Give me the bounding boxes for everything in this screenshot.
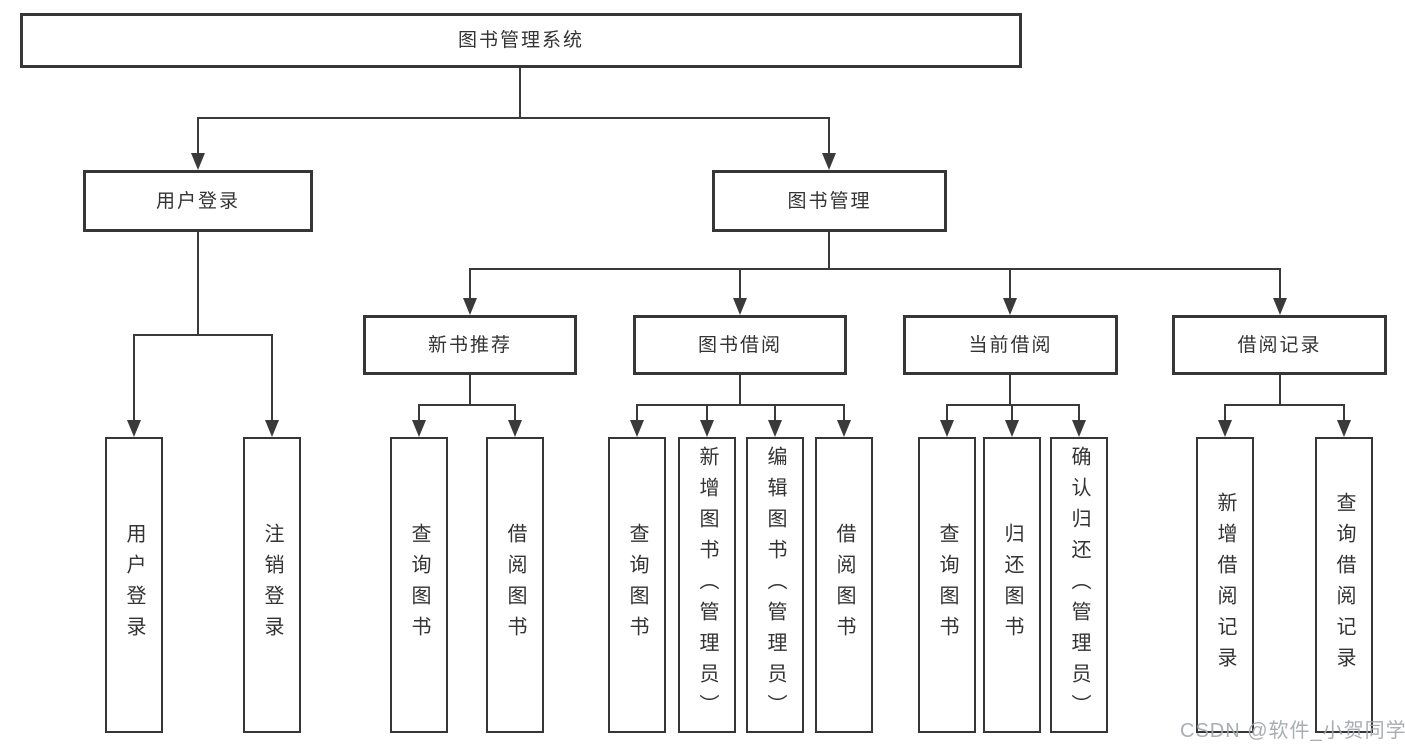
connector-line (828, 232, 830, 269)
arrow-down-icon (733, 298, 747, 315)
connector-line (1009, 375, 1011, 405)
connector-line (133, 334, 135, 422)
leaf-query-books-recommend: 查询图书 (390, 437, 448, 733)
arrow-down-icon (191, 153, 205, 170)
arrow-down-icon (412, 420, 426, 437)
leaf-confirm-return-admin: 确认归还（管理员） (1050, 437, 1108, 733)
node-label: 图书借阅 (697, 334, 782, 356)
connector-line (843, 404, 845, 422)
connector-line (739, 268, 741, 300)
arrow-down-icon (1003, 298, 1017, 315)
arrow-down-icon (1218, 420, 1232, 437)
connector-line (636, 404, 844, 406)
arrow-down-icon (700, 420, 714, 437)
connector-line (739, 375, 741, 405)
connector-line (1279, 375, 1281, 405)
leaf-label: 查询图书 (626, 523, 648, 647)
connector-line (197, 117, 199, 157)
arrow-down-icon (1337, 420, 1351, 437)
leaf-user-login: 用户登录 (105, 437, 163, 733)
connector-line (1224, 404, 1226, 422)
connector-line (469, 268, 1281, 270)
leaf-return-books: 归还图书 (983, 437, 1041, 733)
connector-line (133, 334, 272, 336)
leaf-label: 确认归还（管理员） (1068, 445, 1090, 725)
arrow-down-icon (127, 420, 141, 437)
arrow-down-icon (1005, 420, 1019, 437)
connector-line (197, 117, 830, 119)
connector-line (946, 404, 948, 422)
leaf-add-books-admin: 新增图书（管理员） (678, 437, 736, 733)
leaf-label: 编辑图书（管理员） (764, 445, 786, 725)
connector-line (774, 404, 776, 422)
csdn-watermark: CSDN @软件_小贺同学 (1180, 720, 1405, 742)
leaf-label: 借阅图书 (833, 523, 855, 647)
connector-line (519, 68, 521, 118)
connector-line (418, 404, 516, 406)
node-current-borrowing: 当前借阅 (903, 315, 1118, 375)
leaf-label: 新增借阅记录 (1214, 492, 1236, 678)
node-label: 图书管理 (787, 190, 872, 212)
node-label: 新书推荐 (427, 334, 512, 356)
arrow-down-icon (463, 298, 477, 315)
leaf-edit-books-admin: 编辑图书（管理员） (746, 437, 804, 733)
node-new-book-recommendation: 新书推荐 (363, 315, 577, 375)
leaf-add-borrow-record: 新增借阅记录 (1196, 437, 1254, 733)
arrow-down-icon (837, 420, 851, 437)
connector-line (197, 232, 199, 335)
leaf-borrow-books-recommend: 借阅图书 (486, 437, 544, 733)
node-library-management-system: 图书管理系统 (20, 13, 1022, 68)
connector-line (1224, 404, 1344, 406)
leaf-borrow-books: 借阅图书 (815, 437, 873, 733)
connector-line (946, 404, 1080, 406)
node-label: 用户登录 (155, 190, 240, 212)
leaf-label: 归还图书 (1001, 523, 1023, 647)
leaf-query-books-borrowing: 查询图书 (608, 437, 666, 733)
leaf-label: 查询图书 (936, 523, 958, 647)
node-borrowing-records: 借阅记录 (1172, 315, 1387, 375)
leaf-label: 用户登录 (123, 523, 145, 647)
leaf-label: 查询借阅记录 (1333, 492, 1355, 678)
leaf-label: 借阅图书 (504, 523, 526, 647)
connector-line (1343, 404, 1345, 422)
connector-line (706, 404, 708, 422)
connector-line (1279, 268, 1281, 300)
node-label: 借阅记录 (1237, 334, 1322, 356)
connector-line (636, 404, 638, 422)
connector-line (1011, 404, 1013, 422)
node-label: 图书管理系统 (457, 30, 584, 51)
arrow-down-icon (265, 420, 279, 437)
arrow-down-icon (1273, 298, 1287, 315)
leaf-logout: 注销登录 (243, 437, 301, 733)
node-user-login: 用户登录 (83, 170, 313, 232)
connector-line (469, 268, 471, 300)
leaf-label: 查询图书 (408, 523, 430, 647)
connector-line (828, 117, 830, 157)
node-book-borrowing: 图书借阅 (633, 315, 847, 375)
arrow-down-icon (768, 420, 782, 437)
arrow-down-icon (940, 420, 954, 437)
arrow-down-icon (1072, 420, 1086, 437)
connector-line (469, 375, 471, 405)
connector-line (418, 404, 420, 422)
connector-line (1078, 404, 1080, 422)
node-book-management: 图书管理 (712, 170, 947, 232)
leaf-label: 新增图书（管理员） (696, 445, 718, 725)
arrow-down-icon (630, 420, 644, 437)
arrow-down-icon (508, 420, 522, 437)
node-label: 当前借阅 (968, 334, 1053, 356)
leaf-label: 注销登录 (261, 523, 283, 647)
connector-line (1009, 268, 1011, 300)
connector-line (514, 404, 516, 422)
leaf-query-books-current: 查询图书 (918, 437, 976, 733)
connector-line (271, 334, 273, 422)
leaf-query-borrow-record: 查询借阅记录 (1315, 437, 1373, 733)
arrow-down-icon (822, 153, 836, 170)
